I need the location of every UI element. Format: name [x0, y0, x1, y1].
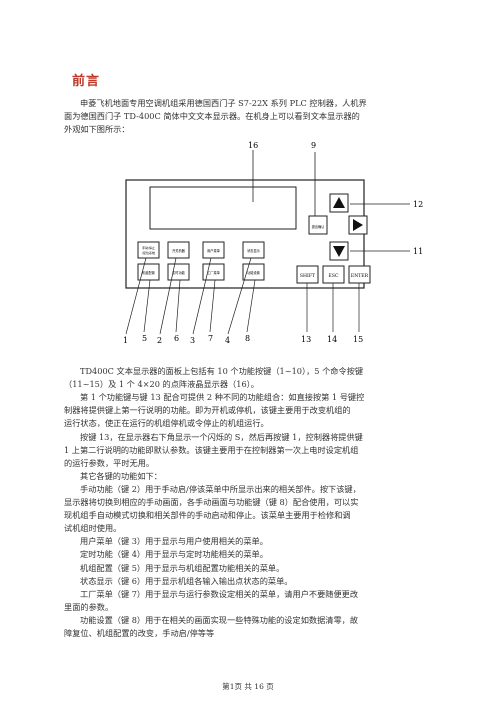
svg-text:/复位系统: /复位系统	[142, 250, 155, 255]
callout-9: 9	[311, 141, 316, 150]
intro-line-2: 面为德国西门子 TD-400C 简体中文文本显示器。在机身上可以看到文本显示器的	[64, 111, 360, 121]
svg-text:功能设置: 功能设置	[247, 270, 260, 275]
svg-text:开关机器: 开关机器	[172, 248, 186, 253]
svg-text:退出确认: 退出确认	[312, 224, 326, 229]
callout-16: 16	[248, 141, 258, 150]
up-arrow-icon	[333, 197, 345, 208]
svg-text:13: 13	[301, 335, 311, 344]
exit-confirm-key	[308, 215, 328, 235]
function-keys-row-1: 手动/停止 /复位系统 开关机器 用户菜单 状态显示	[137, 241, 265, 259]
intro-line-1: 申菱飞机地面专用空调机组采用德国西门子 S7-22X 系列 PLC 控制器，人机…	[80, 98, 367, 108]
td400c-panel-diagram: 16 9 退出确认 12 11 手动/停止 /复位系统 开关机器 用户菜单 状态…	[123, 141, 423, 345]
bottom-callouts: 1 5 2 6 3 7 4 8 13 14 15	[123, 334, 363, 345]
svg-text:ESC: ESC	[328, 273, 339, 279]
bottom-leader-lines	[125, 257, 360, 335]
svg-text:14: 14	[327, 335, 337, 344]
intro-line-3: 外观如下图所示：	[64, 124, 130, 134]
body-line: （11~15）及 1 个 4×20 的点阵液晶显示器（16）。	[64, 379, 259, 390]
body-line: 的运行参数，平时无用。	[64, 457, 155, 468]
svg-text:8: 8	[245, 334, 250, 343]
callout-11: 11	[413, 247, 423, 256]
enter-key	[348, 265, 371, 284]
svg-text:状态显示: 状态显示	[247, 248, 260, 253]
svg-text:工厂菜单: 工厂菜单	[207, 270, 221, 275]
svg-text:机组配置: 机组配置	[142, 270, 155, 275]
body-line: 工厂菜单（键 7）用于显示与运行参数设定相关的菜单，请用户不要随便更改	[80, 588, 359, 599]
lcd-display	[149, 186, 297, 230]
esc-key	[322, 265, 345, 284]
svg-text:SHIFT: SHIFT	[300, 273, 316, 279]
body-line: 用户菜单（键 3）用于显示与用户使用相关的菜单。	[80, 536, 268, 547]
body-line: TD400C 文本显示器的面板上包括有 10 个功能按键（1~10），5 个命令…	[80, 366, 364, 376]
svg-text:4: 4	[225, 336, 230, 345]
svg-text:用户菜单: 用户菜单	[207, 248, 221, 253]
body-line: 功能设置（键 8）用于在相关的画面实现一些特殊功能的设定如数据清零，故	[80, 614, 359, 625]
body-line: 定时功能（键 4）用于显示与定时功能相关的菜单。	[80, 549, 268, 560]
page-heading: 前言	[72, 74, 101, 89]
body-line: 机组配置（键 5）用于显示与机组配置功能相关的菜单。	[80, 562, 285, 573]
body-line: 按键 13，在显示器右下角显示一个闪烁的 S，然后再按键 1，控制器将提供键	[80, 431, 363, 442]
svg-text:15: 15	[353, 335, 363, 344]
body-line: 手动功能（键 2）用于手动启/停该菜单中所显示出来的相关部件。按下该键，	[80, 483, 361, 494]
svg-text:6: 6	[174, 334, 179, 343]
svg-text:7: 7	[208, 334, 213, 343]
body-line: 制器将提供键上第一行说明的功能。即为开机或停机，该键主要用于改变机组的	[64, 405, 351, 416]
callout-12: 12	[413, 200, 423, 209]
body-line: 第 1 个功能键与键 13 配合可提供 2 种不同的功能组合：如直接按第 1 号…	[80, 392, 365, 403]
svg-text:1: 1	[123, 336, 128, 345]
body-line: 运行状态，使正在运行的机组停机或令停止的机组运行。	[64, 418, 269, 429]
down-arrow-icon	[333, 246, 345, 257]
body-line: 1 上第二行说明的功能即默认参数。该键主要用于在控制器第一次上电时设定机组	[64, 444, 359, 455]
page-footer: 第1页 共 16 页	[222, 682, 274, 691]
svg-text:ENTER: ENTER	[351, 273, 369, 279]
svg-text:2: 2	[157, 336, 162, 345]
svg-text:5: 5	[142, 334, 147, 343]
svg-text:手动/停止: 手动/停止	[142, 245, 155, 250]
body-line: 现机组手自动模式切换和相关部件的手动启动和停止。该菜单主要用于检修和调	[64, 510, 351, 521]
body-line: 里面的参数。	[64, 601, 114, 612]
body-line: 显示器将切换到相应的手动画面，各手动画面与功能键（键 8）配合使用，可以实	[64, 497, 359, 507]
body-line: 障复位、机组配置的改变，手动启/停等等	[64, 628, 215, 638]
shift-key	[296, 265, 319, 284]
body-line: 状态显示（键 6）用于显示机组各输入输出点状态的菜单。	[80, 575, 293, 586]
svg-text:3: 3	[190, 336, 195, 345]
body-line: 试机组时使用。	[64, 523, 122, 534]
body-line: 其它各键的功能如下：	[80, 470, 162, 481]
right-arrow-icon	[353, 219, 363, 231]
svg-text:定时功能: 定时功能	[172, 270, 186, 275]
